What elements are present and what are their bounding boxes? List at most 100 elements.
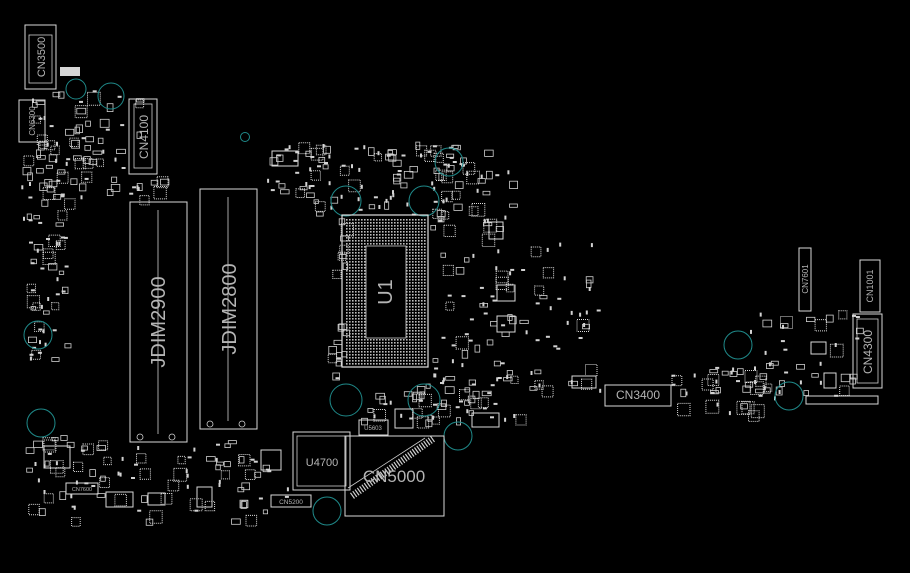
bga-ball — [382, 354, 384, 356]
bga-ball — [364, 264, 366, 266]
bga-ball — [349, 363, 351, 365]
smd-pad — [132, 186, 137, 189]
bga-ball — [415, 291, 417, 293]
bga-ball — [418, 351, 420, 353]
smd-pad — [56, 141, 58, 146]
bga-ball — [412, 264, 414, 266]
bga-ball — [406, 258, 408, 260]
smd-pad — [317, 165, 321, 168]
bga-ball — [379, 363, 381, 365]
bga-ball — [409, 312, 411, 314]
bga-ball — [424, 270, 426, 272]
bga-ball — [397, 225, 399, 227]
smd-ic — [82, 158, 94, 169]
bga-ball — [418, 321, 420, 323]
bga-ball — [421, 321, 423, 323]
bga-ball — [415, 246, 417, 248]
smd-pad — [730, 370, 733, 375]
bga-ball — [370, 225, 372, 227]
bga-ball — [352, 285, 354, 287]
smd-pad — [40, 267, 45, 270]
bga-ball — [346, 234, 348, 236]
smd-pad — [487, 392, 492, 395]
bga-ball — [364, 309, 366, 311]
bga-ball — [418, 276, 420, 278]
bga-ball — [397, 243, 399, 245]
bga-ball — [385, 357, 387, 359]
connector-cn1001[interactable]: CN1001 — [859, 259, 881, 313]
smd-part — [48, 263, 58, 271]
cn3400-label: CN3400 — [616, 388, 660, 402]
bga-ball — [421, 309, 423, 311]
connector-cn5000[interactable]: CN5000 — [344, 435, 445, 517]
bga-ball — [394, 357, 396, 359]
bga-ball — [409, 243, 411, 245]
bga-ball — [397, 237, 399, 239]
smd-part — [44, 460, 50, 467]
bga-ball — [349, 285, 351, 287]
bga-ball — [409, 240, 411, 242]
smd-pad — [553, 345, 558, 348]
memory-slot-jdim2800[interactable]: JDIM2800 — [199, 188, 258, 430]
bga-ball — [409, 300, 411, 302]
bga-ball — [355, 258, 357, 260]
smd-pad — [559, 242, 562, 247]
connector-cn4300[interactable]: CN4300 — [852, 313, 883, 389]
smd-ic — [57, 210, 68, 221]
bga-ball — [361, 231, 363, 233]
smd-part — [65, 128, 75, 136]
bga-ball — [418, 258, 420, 260]
bga-ball — [376, 363, 378, 365]
smd-part — [74, 126, 80, 135]
bga-ball — [388, 219, 390, 221]
connector-cn3500[interactable]: CN3500 — [24, 24, 57, 90]
smd-pad — [92, 90, 97, 93]
smd-pad — [479, 286, 484, 289]
connector-cn7600[interactable]: CN7600 — [65, 482, 99, 495]
misc-outlines — [43, 150, 837, 508]
memory-slot-jdim2900[interactable]: JDIM2900 — [129, 201, 188, 443]
bga-ball — [412, 294, 414, 296]
chip-u5603[interactable]: U5603 — [358, 419, 389, 436]
bga-ball — [409, 351, 411, 353]
smd-ic — [315, 144, 327, 156]
connector-cn3400[interactable]: CN3400 — [604, 384, 672, 407]
smd-pad — [121, 167, 126, 169]
bga-ball — [364, 345, 366, 347]
bga-ball — [352, 240, 354, 242]
bga-ball — [361, 276, 363, 278]
bga-ball — [352, 300, 354, 302]
cpu-u1[interactable]: U1 — [341, 214, 429, 368]
bga-ball — [391, 243, 393, 245]
smd-pad — [459, 400, 463, 403]
smd-pad — [530, 371, 533, 375]
smd-ic — [534, 285, 545, 296]
bga-ball — [424, 306, 426, 308]
bga-ball — [355, 285, 357, 287]
bga-ball — [370, 228, 372, 230]
bga-ball — [346, 261, 348, 263]
smd-ic — [95, 158, 105, 167]
bga-ball — [376, 342, 378, 344]
bga-ball — [424, 297, 426, 299]
connector-cn7601[interactable]: CN7601 — [798, 247, 812, 312]
smd-pad — [73, 505, 76, 510]
smd-part — [425, 383, 431, 389]
smd-pad — [218, 479, 221, 484]
bga-ball — [379, 237, 381, 239]
smd-pad — [492, 299, 497, 302]
bga-ball — [388, 342, 390, 344]
smd-pad — [47, 452, 52, 455]
connector-cn6300[interactable]: CN6300 — [18, 99, 46, 143]
bga-ball — [367, 231, 369, 233]
chip-u4700[interactable]: U4700 — [292, 431, 351, 491]
cn5200-label: CN5200 — [279, 499, 303, 506]
bga-ball — [364, 333, 366, 335]
bga-ball — [421, 318, 423, 320]
bga-ball — [382, 222, 384, 224]
connector-cn4100[interactable]: CN4100 — [128, 98, 158, 175]
connector-cn5200[interactable]: CN5200 — [270, 494, 312, 508]
bga-ball — [406, 345, 408, 347]
bga-ball — [394, 234, 396, 236]
bga-ball — [379, 231, 381, 233]
